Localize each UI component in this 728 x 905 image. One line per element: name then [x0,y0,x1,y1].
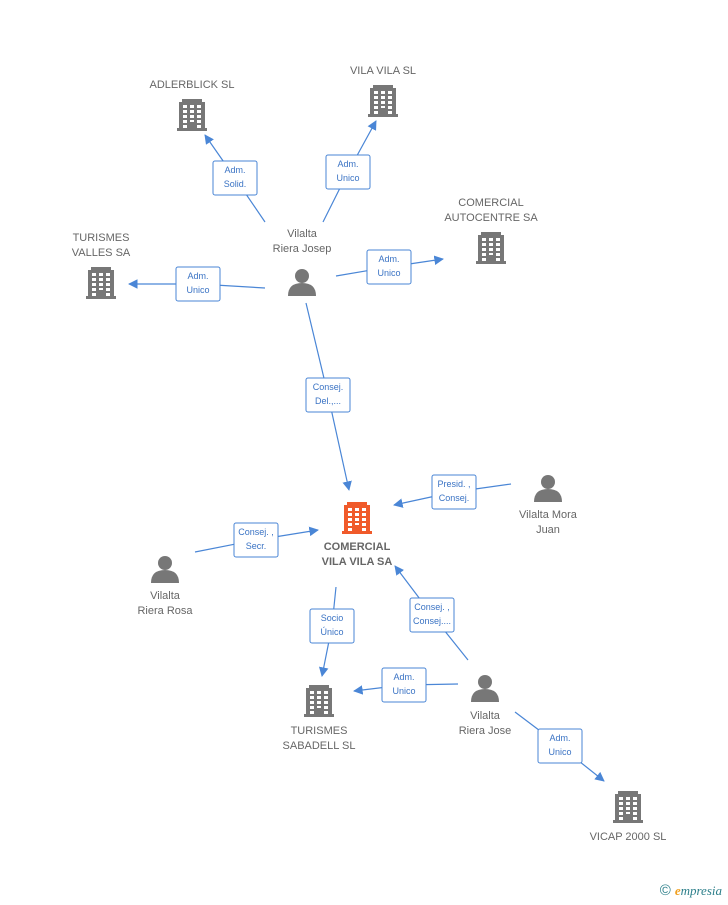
node-label: ADLERBLICK SL [150,79,235,91]
edge-label-box[interactable]: Presid. , Consej. [431,474,477,510]
node-label: Vilalta Mora [519,509,578,521]
node-label: Vilalta [287,228,318,240]
edge-label-line: Unico [336,173,359,183]
edge-label-line: Presid. , [437,479,470,489]
edge-label-line: Consej. [313,382,344,392]
person-icon [534,475,562,502]
node-autocentre[interactable]: COMERCIAL AUTOCENTRE SA [444,197,538,264]
edge-label-line: Unico [392,686,415,696]
edge-label-line: Del.,... [315,396,341,406]
person-icon [471,675,499,702]
node-label: AUTOCENTRE SA [444,212,538,224]
node-label: Riera Jose [459,725,512,737]
edge-label-line: Único [320,627,343,637]
building-icon [304,685,334,717]
node-turismes_valles[interactable]: TURISMES VALLES SA [72,232,131,299]
edge-label-box[interactable]: Consej. , Secr. [233,522,279,558]
node-vilavila_sl[interactable]: VILA VILA SL [350,65,416,117]
edge-label-line: Secr. [246,541,267,551]
edge-label-line: Adm. [378,254,399,264]
edge-jose-to-vicap: Adm. Unico [514,711,605,782]
copyright-icon: © [659,882,671,899]
edge-label-box[interactable]: Consej. Del.,... [305,377,351,413]
edge-label-box[interactable]: Consej. , Consej.... [409,597,455,633]
building-icon [177,99,207,131]
node-label: SABADELL SL [283,740,356,752]
node-label: VILA VILA SA [322,556,393,568]
edge-label-line: Unico [377,268,400,278]
building-icon [342,502,372,534]
node-focus[interactable]: COMERCIAL VILA VILA SA [322,502,393,568]
node-label: COMERCIAL [458,197,523,209]
edge-label-line: Solid. [224,179,247,189]
edge-label-line: Adm. [393,672,414,682]
edge-label-line: Adm. [549,733,570,743]
edge-mora-to-focus: Presid. , Consej. [393,474,512,510]
node-label: Vilalta [150,590,181,602]
node-label: TURISMES [291,725,348,737]
edge-jose-to-focus: Consej. , Consej.... [394,565,469,661]
edge-jose-to-sabadell: Adm. Unico [353,667,459,703]
copyright-footer[interactable]: © empresia [660,882,722,899]
edge-josep-to-autocentre: Adm. Unico [335,249,444,285]
edge-josep-to-adlerblick: Adm. Solid. [204,134,266,223]
edge-rosa-to-focus: Consej. , Secr. [194,522,319,558]
node-label: COMERCIAL [324,541,391,553]
edge-label-line: Consej.... [413,616,451,626]
node-vicap[interactable]: VICAP 2000 SL [590,791,667,843]
node-label: VALLES SA [72,247,131,259]
building-icon [86,267,116,299]
person-icon [288,269,316,296]
node-label: Riera Josep [273,243,332,255]
building-icon [613,791,643,823]
node-label: Juan [536,524,560,536]
edge-label-line: Consej. , [238,527,274,537]
edge-label-box[interactable]: Adm. Unico [325,154,371,190]
node-label: VILA VILA SL [350,65,416,77]
node-label: TURISMES [73,232,130,244]
node-adlerblick[interactable]: ADLERBLICK SL [150,79,235,131]
edge-label-box[interactable]: Adm. Solid. [212,160,258,196]
edge-josep-to-focus: Consej. Del.,... [305,302,352,491]
edge-label-line: Consej. [439,493,470,503]
edge-label-line: Unico [548,747,571,757]
edge-label-line: Socio [321,613,344,623]
node-label: Vilalta [470,710,501,722]
edge-label-line: Consej. , [414,602,450,612]
building-icon [476,232,506,264]
building-icon [368,85,398,117]
edge-label-line: Unico [186,285,209,295]
edge-label-box[interactable]: Adm. Unico [175,266,221,302]
edge-label-line: Adm. [337,159,358,169]
node-label: Riera Rosa [137,605,193,617]
edge-josep-to-vilavila_sl: Adm. Unico [322,120,377,223]
edge-label-line: Adm. [187,271,208,281]
node-label: VICAP 2000 SL [590,831,667,843]
brand-logo: empresia [674,882,722,898]
edge-label-box[interactable]: Adm. Unico [537,728,583,764]
node-sabadell[interactable]: TURISMES SABADELL SL [283,685,356,752]
edge-label-box[interactable]: Adm. Unico [366,249,412,285]
person-icon [151,556,179,583]
edge-josep-to-turismes_valles: Adm. Unico [128,266,266,302]
edge-label-box[interactable]: Adm. Unico [381,667,427,703]
edge-label-line: Adm. [224,165,245,175]
